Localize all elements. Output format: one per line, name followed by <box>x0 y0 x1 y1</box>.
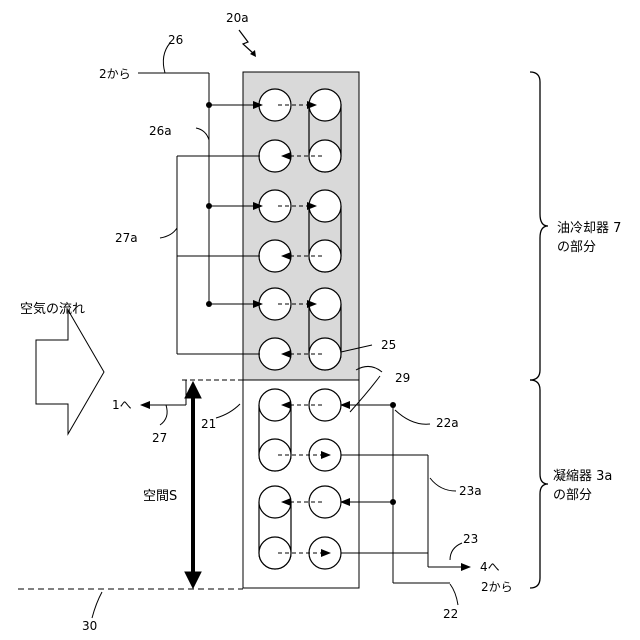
ref-26: 26 <box>168 33 183 47</box>
label-from-2-top: 2から <box>99 67 131 81</box>
label-condenser-line2: の部分 <box>553 488 592 503</box>
label-to-4: 4へ <box>480 560 500 574</box>
space-s-arrow <box>185 382 201 588</box>
ref-30: 30 <box>82 619 97 633</box>
ref-21: 21 <box>201 417 216 431</box>
label-oil-cooler-line2: の部分 <box>557 240 596 255</box>
label-space-s: 空間S <box>143 489 177 504</box>
air-flow-arrow <box>36 310 104 434</box>
ref-29: 29 <box>395 371 410 385</box>
label-air-flow: 空気の流れ <box>20 301 85 317</box>
ref-22a: 22a <box>436 416 459 430</box>
ref-25: 25 <box>381 338 396 352</box>
label-from-2-bottom: 2から <box>481 580 513 594</box>
condenser-brace <box>530 380 548 588</box>
condenser-outlet-piping <box>341 455 470 567</box>
oil-outlet-piping <box>141 156 260 405</box>
ref-23a: 23a <box>459 484 482 498</box>
label-to-1: 1へ <box>112 398 132 412</box>
label-oil-cooler-line1: 油冷却器 7 <box>557 221 621 236</box>
ref-20a: 20a <box>226 11 249 25</box>
ref-26a: 26a <box>149 124 172 138</box>
oil-cooler-brace <box>530 72 548 380</box>
label-condenser-line1: 凝縮器 3a <box>553 468 612 484</box>
zigzag-icon <box>239 30 254 54</box>
ref-23: 23 <box>463 532 478 546</box>
ref-27: 27 <box>152 431 167 445</box>
ref-22: 22 <box>443 607 458 621</box>
ref-27a: 27a <box>115 231 138 245</box>
